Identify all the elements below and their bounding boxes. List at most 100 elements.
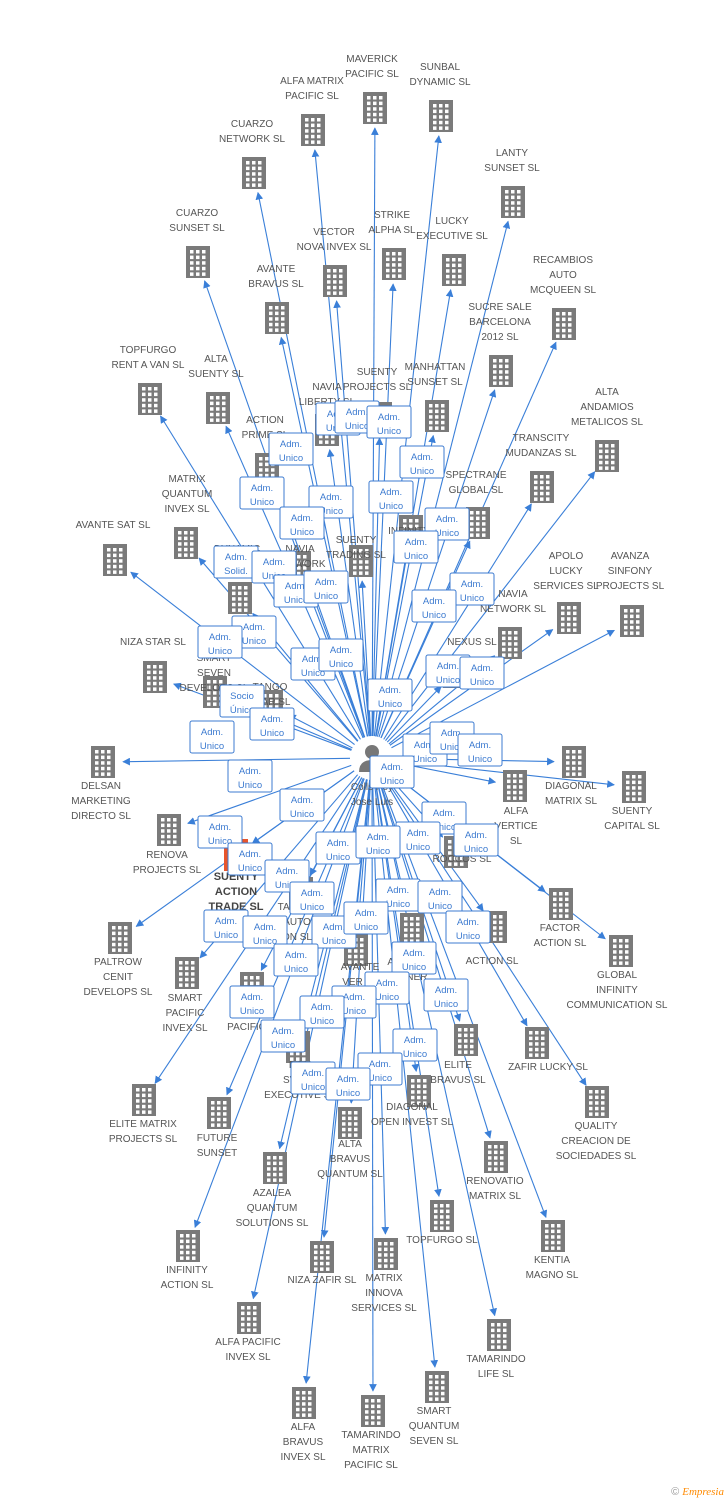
building-window (404, 928, 408, 932)
company-node[interactable]: NIZA STAR SL (120, 637, 186, 693)
building-icon (157, 814, 181, 846)
company-node[interactable]: AVANTE SAT SL (76, 520, 151, 576)
building-window (546, 480, 550, 485)
company-label: CUARZO (231, 119, 273, 130)
role-badge-text: Adm. (441, 728, 463, 739)
company-node[interactable]: ZAFIR LUCKY SL (508, 1027, 588, 1073)
building-window (379, 112, 383, 117)
company-node[interactable]: NIZA ZAFIR SL (288, 1241, 357, 1286)
building-window (211, 1123, 215, 1127)
building-window (377, 1421, 381, 1425)
building-window (269, 317, 273, 321)
company-label: APOLO (549, 551, 584, 562)
building-window (500, 1145, 504, 1149)
building-window (265, 473, 269, 478)
building-window (207, 685, 211, 690)
company-label: ACTION SL (534, 938, 587, 949)
footer-brand[interactable]: © Empresia (671, 1486, 724, 1498)
building-window (568, 334, 572, 338)
building-window (505, 381, 509, 385)
role-badge: Adm.Unico (453, 823, 499, 857)
company-label: STRIKE (374, 210, 410, 221)
building-window (392, 252, 396, 256)
role-badge-text: Adm. (436, 514, 458, 525)
role-badge-text: Adm. (323, 922, 345, 933)
building-window (273, 1172, 277, 1177)
building-window (638, 780, 642, 785)
building-window (190, 542, 194, 546)
role-badge-text: Adm. (343, 992, 365, 1003)
role-badge-box (393, 530, 439, 564)
role-badge-text: Unico (402, 962, 426, 973)
role-badge-box (355, 825, 401, 859)
building-window (611, 466, 615, 470)
building-window (185, 983, 189, 987)
role-badge-text: Unico (301, 668, 325, 679)
building-window (192, 1245, 196, 1249)
building-window (190, 255, 194, 260)
building-window (196, 266, 200, 271)
building-window (561, 628, 565, 632)
company-label: GLOBAL (597, 970, 637, 981)
building-window (499, 370, 503, 374)
company-label: NEXUS SL (447, 637, 497, 648)
building-window (439, 120, 443, 125)
building-window (353, 565, 357, 570)
building-window (281, 322, 285, 327)
role-badge-box (449, 572, 495, 606)
building-window (493, 937, 497, 941)
building-window (439, 104, 443, 108)
company-node[interactable]: TOPFURGO SL (406, 1200, 478, 1246)
building-icon (361, 1395, 385, 1427)
